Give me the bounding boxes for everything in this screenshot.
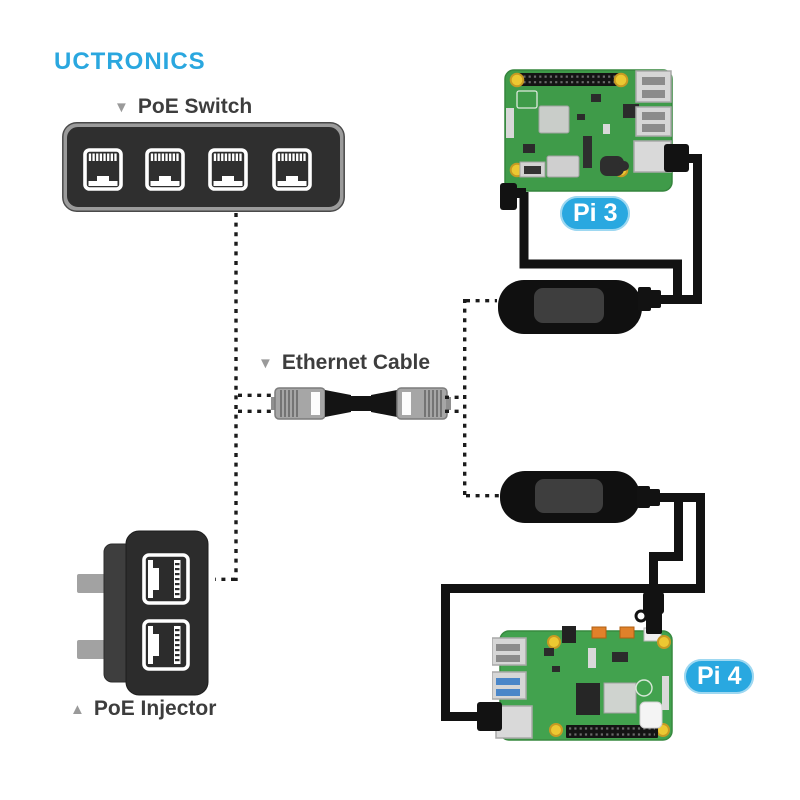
gpio-header xyxy=(515,73,621,86)
gpio-header xyxy=(566,725,658,738)
camera-connector xyxy=(562,626,576,643)
triangle-down-icon: ▼ xyxy=(114,98,129,116)
ethernet-cable-illustration xyxy=(271,387,451,420)
splitter-label-area xyxy=(534,288,604,323)
pi4-board-illustration xyxy=(492,626,673,741)
audio-jack xyxy=(600,156,624,176)
plug-ring xyxy=(634,609,648,623)
soc-chip xyxy=(538,105,570,134)
mount-hole xyxy=(657,635,671,649)
pi3-board-illustration xyxy=(504,69,673,192)
pi4-badge: Pi 4 xyxy=(684,659,755,694)
usb-chip xyxy=(623,104,639,118)
pi3-badge: Pi 3 xyxy=(560,196,631,231)
cable-boot-left xyxy=(325,390,351,417)
poe-injector-illustration xyxy=(77,530,209,696)
mount-hole xyxy=(549,723,563,737)
ethernet-cable-label-text: Ethernet Cable xyxy=(281,351,431,374)
switch-body xyxy=(63,123,344,211)
splitter-label-area xyxy=(535,479,603,513)
display-connector xyxy=(662,676,669,710)
mount-hole xyxy=(613,72,629,88)
plug-prong xyxy=(77,574,107,593)
rj45-port-icon xyxy=(142,553,190,605)
plug-prong xyxy=(77,640,107,659)
poe-splitter-bottom-illustration xyxy=(500,471,640,523)
cable-boot-right xyxy=(371,390,397,417)
triangle-down-icon: ▼ xyxy=(258,354,273,372)
micro-hdmi-port xyxy=(591,626,607,639)
uctronics-logo: UCTRONICS xyxy=(54,48,206,75)
camera-connector xyxy=(583,136,592,168)
dc-barrel-plug xyxy=(643,592,664,614)
poe-switch-label: ▼ PoE Switch xyxy=(114,95,252,119)
display-connector xyxy=(506,108,514,138)
rj45-port-icon xyxy=(142,619,190,671)
ethernet-port xyxy=(495,705,533,739)
poe-splitter-top-illustration xyxy=(498,280,642,334)
triangle-up-icon: ▲ xyxy=(70,700,85,718)
poe-injector-label: ▲ PoE Injector xyxy=(70,697,216,721)
antenna xyxy=(516,90,538,109)
ethernet-port xyxy=(633,140,672,173)
hdmi-port xyxy=(546,155,580,178)
ethernet-cable-label: ▼ Ethernet Cable xyxy=(258,351,430,375)
cable-middle xyxy=(349,396,375,411)
poe-injector-label-text: PoE Injector xyxy=(93,697,217,720)
ram-chip xyxy=(576,683,600,715)
pi4-power-cable xyxy=(649,497,683,599)
mount-hole xyxy=(509,72,525,88)
soc-chip xyxy=(603,682,637,714)
micro-hdmi-port xyxy=(619,626,635,639)
poe-switch-illustration xyxy=(62,122,345,212)
poe-switch-label-text: PoE Switch xyxy=(137,95,253,118)
wifi-shield xyxy=(639,701,663,729)
mount-hole xyxy=(547,635,561,649)
